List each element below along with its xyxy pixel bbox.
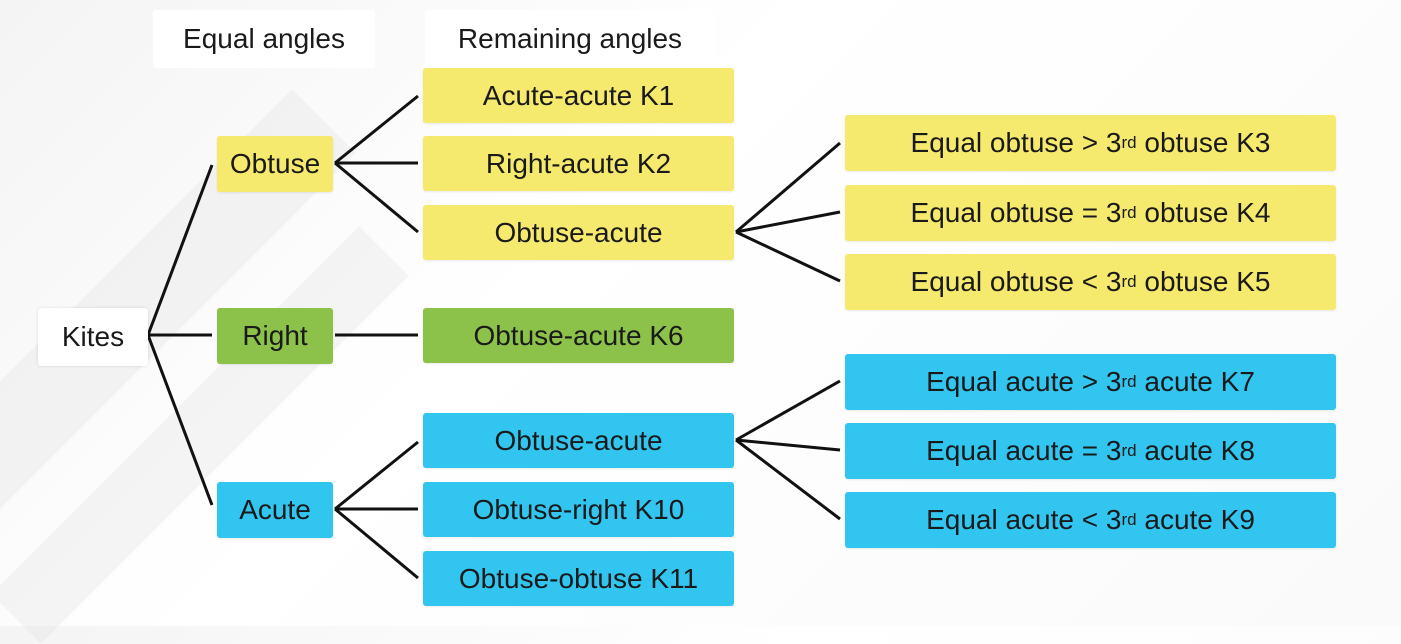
k9-prefix: Equal acute < 3 [926,504,1122,535]
obtuse-acute-k6-node: Obtuse-acute K6 [423,308,734,363]
k3-suffix: obtuse K3 [1136,127,1271,158]
kites-root-node: Kites [38,308,148,366]
right-acute-k2-node: Right-acute K2 [423,136,734,191]
obtuse-right-k10-node: Obtuse-right K10 [423,482,734,537]
k3-prefix: Equal obtuse > 3 [910,127,1122,158]
remaining-angles-header: Remaining angles [425,10,715,68]
k7-suffix: acute K7 [1136,366,1255,397]
connector-lines [146,94,841,580]
obtuse-acute-obtuse-node: Obtuse-acute [423,205,734,260]
k9-suffix: acute K9 [1136,504,1255,535]
k8-prefix: Equal acute = 3 [926,435,1122,466]
k8-suffix: acute K8 [1136,435,1255,466]
obtuse-obtuse-k11-node: Obtuse-obtuse K11 [423,551,734,606]
k7-prefix: Equal acute > 3 [926,366,1122,397]
equal-angles-header: Equal angles [153,10,375,68]
k4-prefix: Equal obtuse = 3 [910,197,1122,228]
k5-suffix: obtuse K5 [1136,266,1271,297]
right-node: Right [217,308,333,364]
obtuse-node: Obtuse [217,136,333,192]
k5-prefix: Equal obtuse < 3 [910,266,1122,297]
obtuse-acute-acute-node: Obtuse-acute [423,413,734,468]
acute-node: Acute [217,482,333,538]
k4-suffix: obtuse K4 [1136,197,1271,228]
acute-acute-k1-node: Acute-acute K1 [423,68,734,123]
